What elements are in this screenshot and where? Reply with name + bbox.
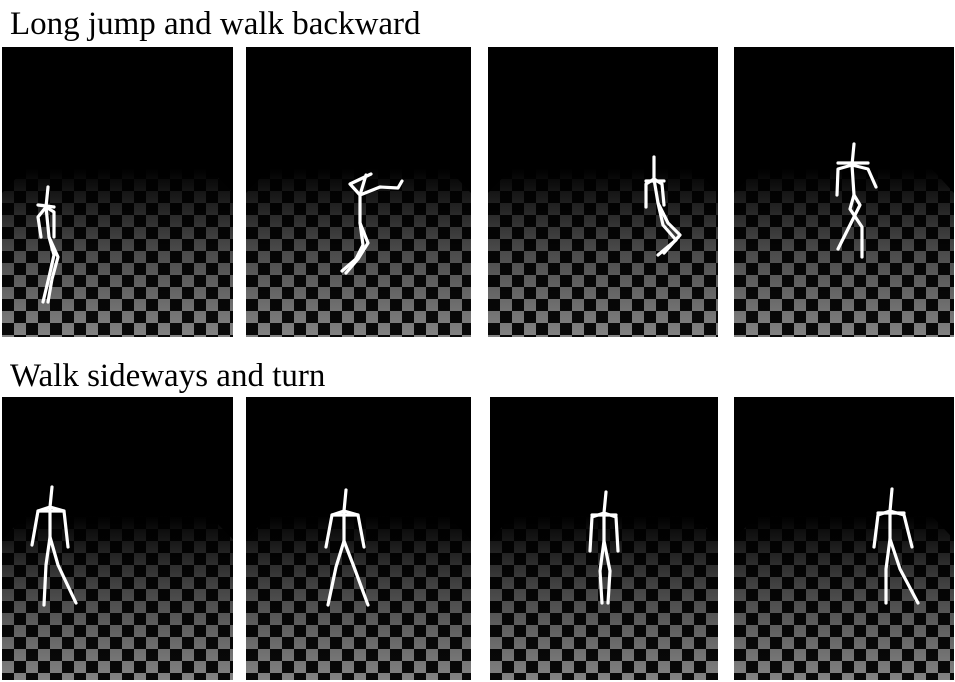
motion-frame-render <box>2 397 233 680</box>
motion-frame <box>488 47 718 337</box>
motion-frame <box>734 397 954 680</box>
row-title-walk-sideways: Walk sideways and turn <box>10 360 325 393</box>
motion-frame <box>734 47 954 337</box>
row-title-long-jump: Long jump and walk backward <box>10 8 421 41</box>
checker-floor <box>734 516 954 680</box>
motion-frame-render <box>734 397 954 680</box>
motion-frame-render <box>490 397 718 680</box>
motion-frame <box>2 397 233 680</box>
motion-frame <box>490 397 718 680</box>
checker-floor <box>488 169 718 337</box>
motion-frame-render <box>488 47 718 337</box>
checker-floor <box>2 169 233 337</box>
motion-frame <box>2 47 233 337</box>
motion-frame <box>246 47 471 337</box>
motion-frame-render <box>2 47 233 337</box>
motion-frame-render <box>246 397 471 680</box>
checker-floor <box>2 516 233 680</box>
checker-floor <box>734 169 954 337</box>
motion-frame <box>246 397 471 680</box>
motion-frame-render <box>246 47 471 337</box>
motion-frame-render <box>734 47 954 337</box>
checker-floor <box>246 516 471 680</box>
